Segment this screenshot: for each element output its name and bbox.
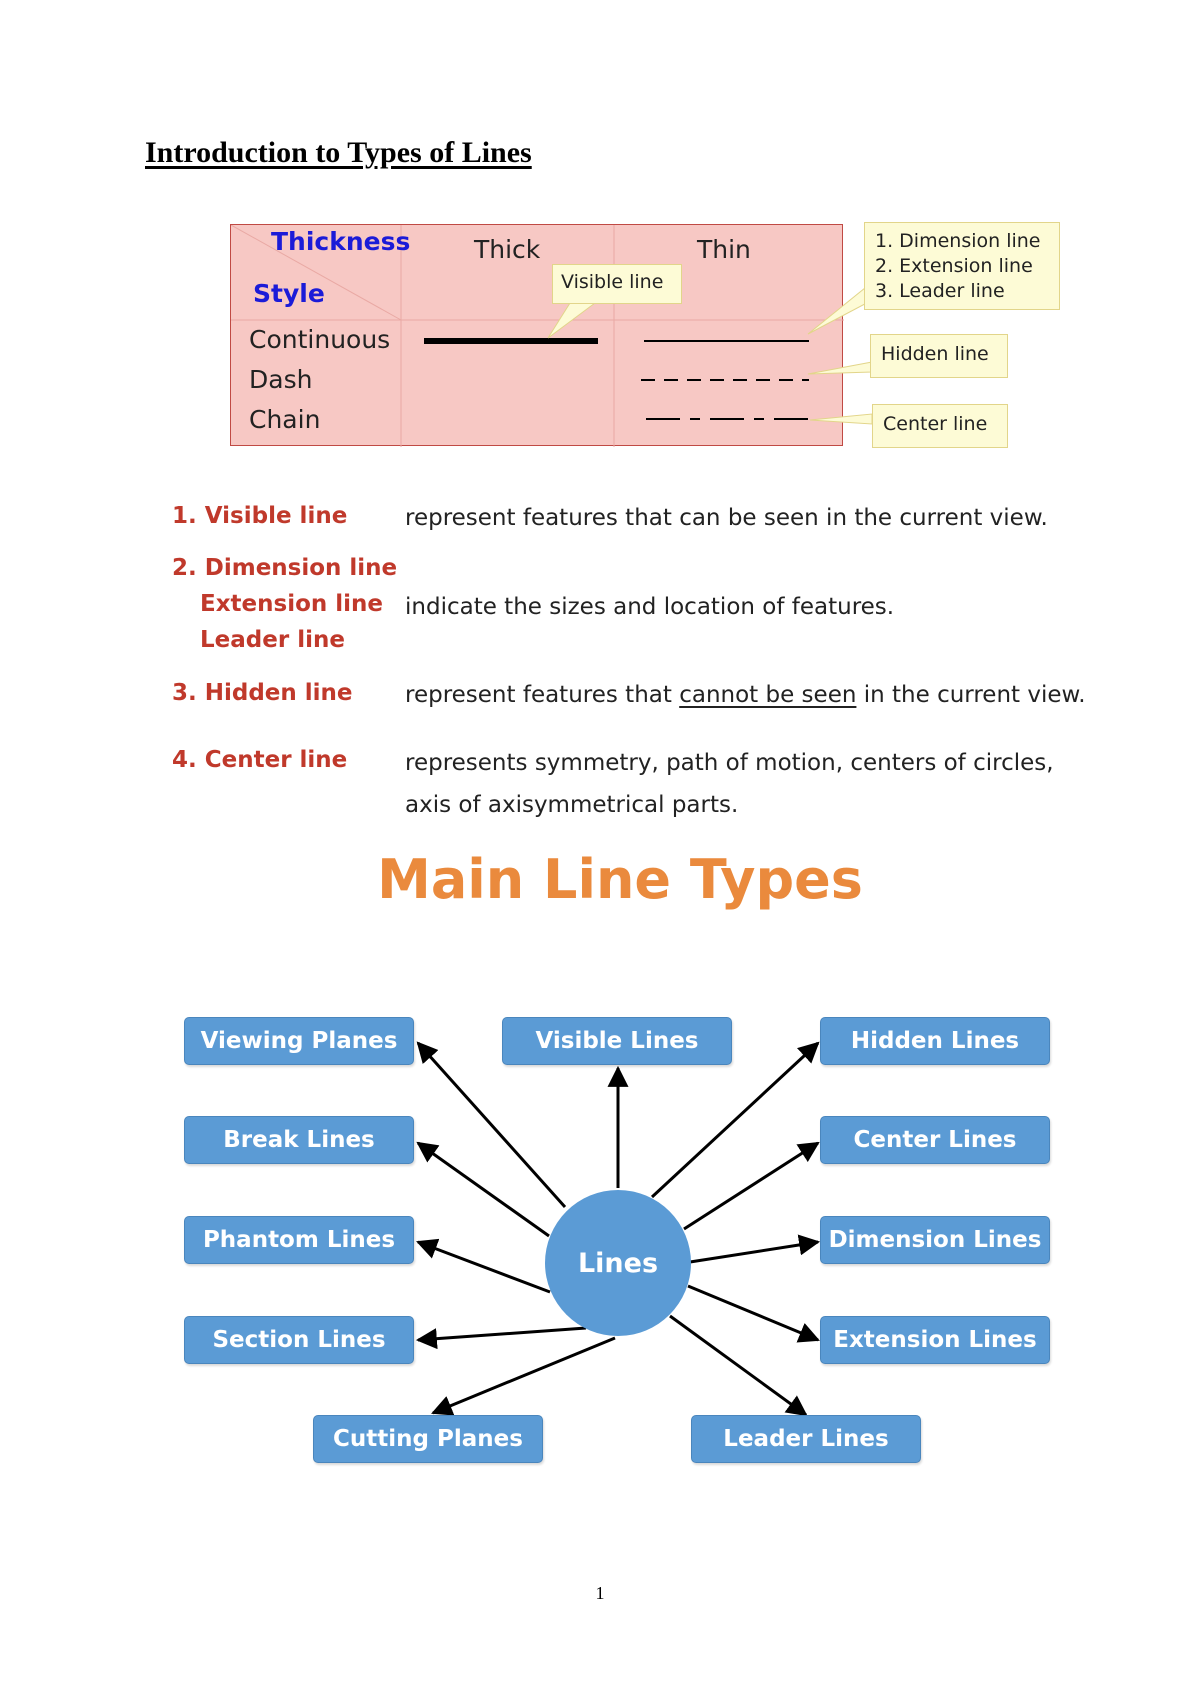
node-visible-lines: Visible Lines <box>502 1017 732 1065</box>
callout-pointers <box>547 287 882 425</box>
term-visible-line: 1. Visible line <box>172 503 348 529</box>
node-phantom-lines: Phantom Lines <box>184 1216 414 1264</box>
row-chain: Chain <box>249 405 321 434</box>
column-thin: Thin <box>697 235 751 264</box>
desc-visible-line: represent features that can be seen in t… <box>405 505 1048 531</box>
diagram-arrows <box>415 1041 821 1417</box>
callout-leader-line: 3. Leader line <box>875 280 1005 302</box>
node-extension-lines: Extension Lines <box>820 1316 1050 1364</box>
node-viewing-planes: Viewing Planes <box>184 1017 414 1065</box>
node-leader-lines: Leader Lines <box>691 1415 921 1463</box>
node-hidden-lines: Hidden Lines <box>820 1017 1050 1065</box>
line-type-table: Thickness Style Thick Thin Continuous Da… <box>230 224 844 447</box>
callout-visible-line: Visible line <box>552 264 682 304</box>
main-line-types-title: Main Line Types <box>377 848 863 911</box>
node-center-lines: Center Lines <box>820 1116 1050 1164</box>
page-title: Introduction to Types of Lines <box>145 136 532 169</box>
desc-hidden-line: represent features that cannot be seen i… <box>405 682 1086 708</box>
term-extension-line: Extension line <box>200 591 384 617</box>
node-dimension-lines: Dimension Lines <box>820 1216 1050 1264</box>
callout-dimension-extension-leader: 1. Dimension line 2. Extension line 3. L… <box>864 222 1060 310</box>
term-hidden-line: 3. Hidden line <box>172 680 353 706</box>
node-section-lines: Section Lines <box>184 1316 414 1364</box>
term-leader-line: Leader line <box>200 627 345 653</box>
callout-center-line: Center line <box>872 404 1008 448</box>
desc-center-line-2: axis of axisymmetrical parts. <box>405 792 739 818</box>
callout-extension-line: 2. Extension line <box>875 255 1033 277</box>
callout-dimension-line: 1. Dimension line <box>875 230 1041 252</box>
header-thickness: Thickness <box>271 227 411 256</box>
term-dimension-line: 2. Dimension line <box>172 555 398 581</box>
hub-lines: Lines <box>545 1190 691 1336</box>
header-style: Style <box>253 279 325 308</box>
row-continuous: Continuous <box>249 325 391 354</box>
node-break-lines: Break Lines <box>184 1116 414 1164</box>
callout-hidden-line: Hidden line <box>870 334 1008 378</box>
desc-dimension-line: indicate the sizes and location of featu… <box>405 594 895 620</box>
page-number: 1 <box>595 1583 605 1603</box>
table-grid <box>231 225 844 447</box>
term-center-line: 4. Center line <box>172 747 348 773</box>
emphasis-cannot-be-seen: cannot be seen <box>679 682 857 708</box>
row-dash: Dash <box>249 365 313 394</box>
column-thick: Thick <box>474 235 541 264</box>
node-cutting-planes: Cutting Planes <box>313 1415 543 1463</box>
desc-center-line-1: represents symmetry, path of motion, cen… <box>405 750 1054 776</box>
